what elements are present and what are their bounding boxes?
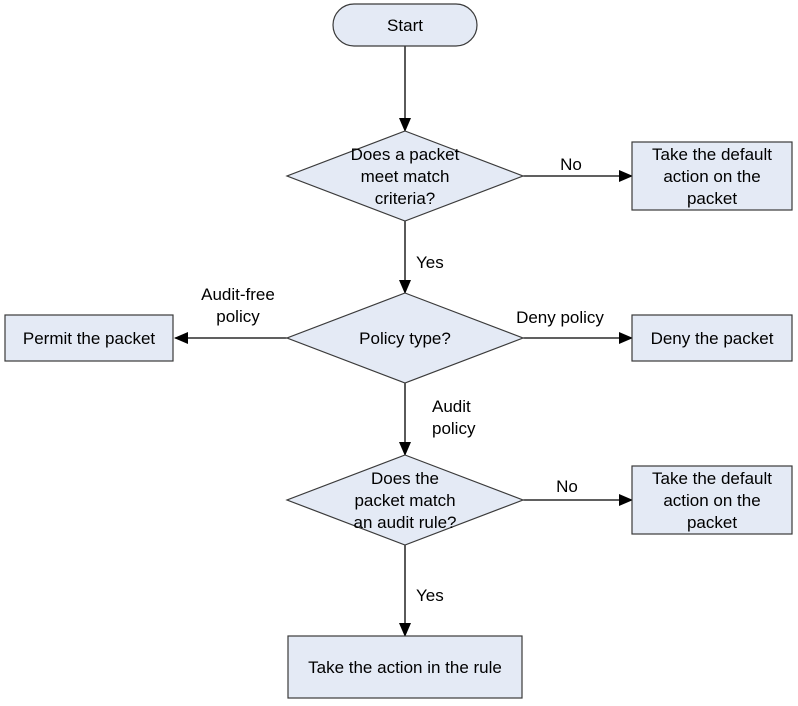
decision-audit-text-line-3: an audit rule? (353, 513, 456, 532)
edge-decision-match-to-decision-policy: Yes (399, 221, 444, 294)
default-action-1-text-line-3: packet (687, 189, 737, 208)
edge-label: Yes (416, 586, 444, 605)
edge-decision-policy-to-permit: Audit-free policy (174, 285, 287, 344)
default-action-1-text-line-1: Take the default (652, 145, 772, 164)
decision-policy-text-line-1: Policy type? (359, 329, 451, 348)
default-action-2-text-line-3: packet (687, 513, 737, 532)
decision-audit-text-line-2: packet match (354, 491, 455, 510)
edge-decision-audit-to-default-action-2: No (523, 477, 633, 506)
edge-label: Audit-free (201, 285, 275, 304)
start-text-line-1: Start (387, 16, 423, 35)
edge-decision-match-to-default-action-1: No (523, 155, 633, 182)
default-action-2-shape (631, 465, 793, 535)
edge-label: policy (216, 307, 260, 326)
node-default-action-1: Take the default action on the packet (631, 141, 793, 211)
deny-text-line-1: Deny the packet (651, 329, 774, 348)
decision-policy-shape (285, 292, 525, 384)
node-decision-policy: Policy type? (285, 292, 525, 384)
node-permit: Permit the packet (4, 314, 174, 362)
edge-label: No (560, 155, 582, 174)
default-action-2-text-line-1: Take the default (652, 469, 772, 488)
node-deny: Deny the packet (631, 314, 793, 362)
edge-decision-policy-to-decision-audit: Audit policy (399, 383, 476, 456)
permit-shape (4, 314, 174, 362)
decision-audit-text-line-1: Does the (371, 469, 439, 488)
edge-label: Deny policy (516, 308, 604, 327)
start-shape (332, 3, 478, 47)
node-default-action-2: Take the default action on the packet (631, 465, 793, 535)
decision-match-text-line-3: criteria? (375, 189, 435, 208)
default-action-1-text-line-2: action on the (663, 167, 760, 186)
node-decision-match: Does a packet meet match criteria? (285, 130, 525, 222)
edge-label: Audit (432, 397, 471, 416)
take-action-text-line-1: Take the action in the rule (308, 658, 502, 677)
decision-match-text-line-2: meet match (361, 167, 450, 186)
node-start: Start (332, 3, 478, 47)
edge-decision-policy-to-deny: Deny policy (516, 308, 633, 344)
decision-match-shape (285, 130, 525, 222)
permit-text-line-1: Permit the packet (23, 329, 156, 348)
decision-match-text-line-1: Does a packet (351, 145, 460, 164)
decision-audit-shape (285, 454, 525, 546)
node-take-action: Take the action in the rule (287, 635, 523, 699)
deny-shape (631, 314, 793, 362)
take-action-shape (287, 635, 523, 699)
default-action-2-text-line-2: action on the (663, 491, 760, 510)
node-decision-audit: Does the packet match an audit rule? (285, 454, 525, 546)
edge-label: No (556, 477, 578, 496)
default-action-1-shape (631, 141, 793, 211)
edge-label: policy (432, 419, 476, 438)
edge-label: Yes (416, 253, 444, 272)
edge-decision-audit-to-take-action: Yes (399, 545, 444, 637)
